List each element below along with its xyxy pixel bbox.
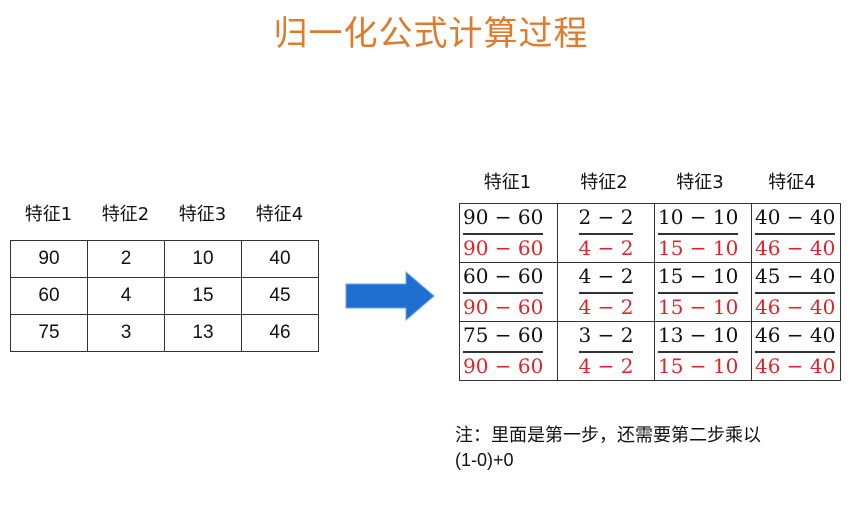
numerator: 60 − 60 xyxy=(463,264,544,294)
table-cell: 75 xyxy=(10,314,88,352)
slide-title: 归一化公式计算过程 xyxy=(273,14,589,54)
footnote: 注：里面是第一步，还需要第二步乘以 (1-0)+0 xyxy=(455,424,855,472)
numerator: 46 − 40 xyxy=(755,323,836,353)
right-arrow-icon xyxy=(344,270,436,322)
numerator: 13 − 10 xyxy=(658,323,739,353)
normalized-header-2: 特征2 xyxy=(580,172,628,193)
numerator: 2 − 2 xyxy=(578,205,634,235)
numerator: 40 − 40 xyxy=(755,205,836,235)
numerator: 10 − 10 xyxy=(658,205,739,235)
denominator: 46 − 40 xyxy=(755,354,836,378)
normalized-header-3: 特征3 xyxy=(676,172,724,193)
numerator: 15 − 10 xyxy=(658,264,739,294)
source-header-3: 特征3 xyxy=(178,204,227,225)
denominator: 4 − 2 xyxy=(578,295,634,319)
table-cell: 10 xyxy=(164,240,242,278)
source-header-2: 特征2 xyxy=(101,204,150,225)
source-table-headers: 特征1 特征2 特征3 特征4 xyxy=(10,200,320,226)
table-row: 75 3 13 46 xyxy=(10,314,319,352)
source-table: 90 2 10 40 60 4 15 45 75 3 13 46 xyxy=(10,240,319,352)
denominator: 46 − 40 xyxy=(755,295,836,319)
denominator: 90 − 60 xyxy=(463,354,544,378)
numerator: 3 − 2 xyxy=(578,323,634,353)
denominator: 15 − 10 xyxy=(658,236,739,260)
table-cell: 60 xyxy=(10,277,88,315)
denominator: 15 − 10 xyxy=(658,354,739,378)
numerator: 45 − 40 xyxy=(755,264,836,294)
table-row: 60 4 15 45 xyxy=(10,277,319,315)
denominator: 4 − 2 xyxy=(578,354,634,378)
table-cell: 46 xyxy=(241,314,319,352)
table-cell: 45 xyxy=(241,277,319,315)
denominator: 90 − 60 xyxy=(463,295,544,319)
table-cell: 40 xyxy=(241,240,319,278)
table-row: 90 2 10 40 xyxy=(10,240,319,278)
denominator: 4 − 2 xyxy=(578,236,634,260)
numerator: 90 − 60 xyxy=(463,205,544,235)
denominator: 15 − 10 xyxy=(658,295,739,319)
normalized-header-4: 特征4 xyxy=(768,172,816,193)
table-cell: 4 xyxy=(87,277,165,315)
denominator: 46 − 40 xyxy=(755,236,836,260)
footnote-line-2: (1-0)+0 xyxy=(455,450,514,470)
source-header-1: 特征1 xyxy=(24,204,73,225)
footnote-line-1: 注：里面是第一步，还需要第二步乘以 xyxy=(455,425,761,446)
table-cell: 3 xyxy=(87,314,165,352)
table-cell: 15 xyxy=(164,277,242,315)
normalized-table-headers: 特征1 特征2 特征3 特征4 xyxy=(459,168,839,194)
normalized-header-1: 特征1 xyxy=(483,172,532,193)
table-cell: 2 xyxy=(87,240,165,278)
numerator: 75 − 60 xyxy=(463,323,544,353)
source-header-4: 特征4 xyxy=(255,204,304,225)
table-cell: 90 xyxy=(10,240,88,278)
numerator: 4 − 2 xyxy=(578,264,634,294)
denominator: 90 − 60 xyxy=(463,236,544,260)
table-cell: 13 xyxy=(164,314,242,352)
